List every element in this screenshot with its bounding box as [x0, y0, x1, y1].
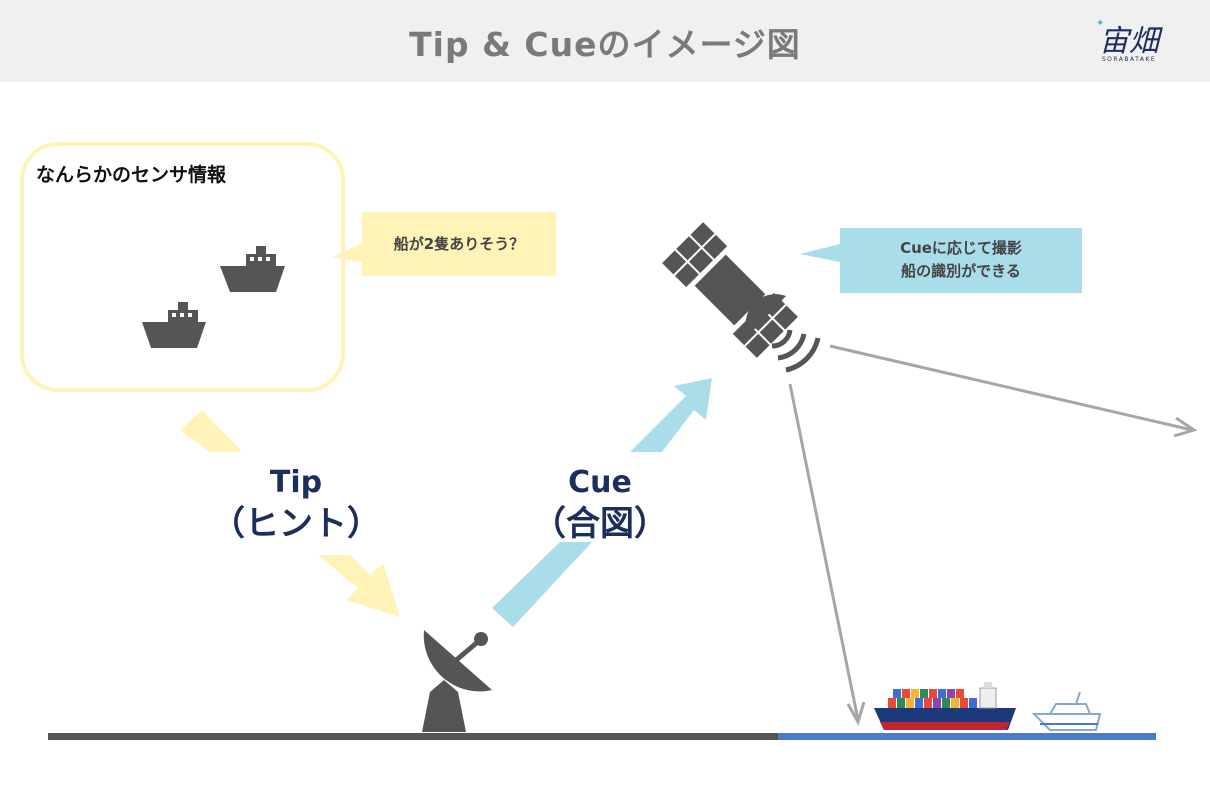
satellite-ray-down — [788, 383, 866, 726]
ship-icon — [142, 302, 206, 348]
satellite-callout: Cueに応じて撮影 船の識別ができる — [840, 228, 1082, 293]
header-bar — [0, 0, 1210, 82]
satellite-callout-line2: 船の識別ができる — [901, 262, 1021, 280]
tip-label-main: Tip — [269, 465, 323, 500]
cue-label-sub: （合図） — [532, 504, 668, 544]
cue-arrow-lower — [492, 542, 592, 627]
tip-arrow-upper — [180, 410, 242, 452]
sea-line — [778, 733, 1156, 740]
cue-arrow-upper — [630, 378, 712, 452]
callout-pointer — [333, 243, 362, 262]
satellite-icon — [659, 219, 821, 373]
logo-star-icon: ✦ — [1096, 18, 1105, 29]
satellite-callout-line1: Cueに応じて撮影 — [900, 239, 1022, 257]
logo-subtitle: SORABATAKE — [1101, 56, 1157, 63]
tip-label: Tip （ヒント） — [196, 464, 396, 546]
cue-label-main: Cue — [568, 465, 632, 500]
container-ship-icon — [874, 682, 1016, 730]
sensor-panel — [20, 142, 345, 392]
cue-label: Cue （合図） — [500, 464, 700, 546]
logo-text: 宙畑 — [1099, 24, 1159, 59]
ships-hint-callout: 船が2隻ありそう？ — [362, 212, 556, 276]
antenna-dish-icon — [422, 630, 492, 732]
motorboat-icon — [1031, 691, 1102, 731]
satellite-ray-horizontal — [829, 344, 1198, 438]
page-title: Tip & Cueのイメージ図 — [409, 25, 801, 64]
callout-pointer — [800, 244, 840, 262]
ship-icon — [220, 246, 285, 292]
tip-arrow-lower — [318, 555, 400, 617]
tip-label-sub: （ヒント） — [211, 504, 381, 544]
sensor-panel-label: なんらかのセンサ情報 — [36, 164, 227, 186]
logo: ✦ 宙畑 SORABATAKE — [1090, 16, 1168, 68]
ground-line — [48, 733, 778, 740]
